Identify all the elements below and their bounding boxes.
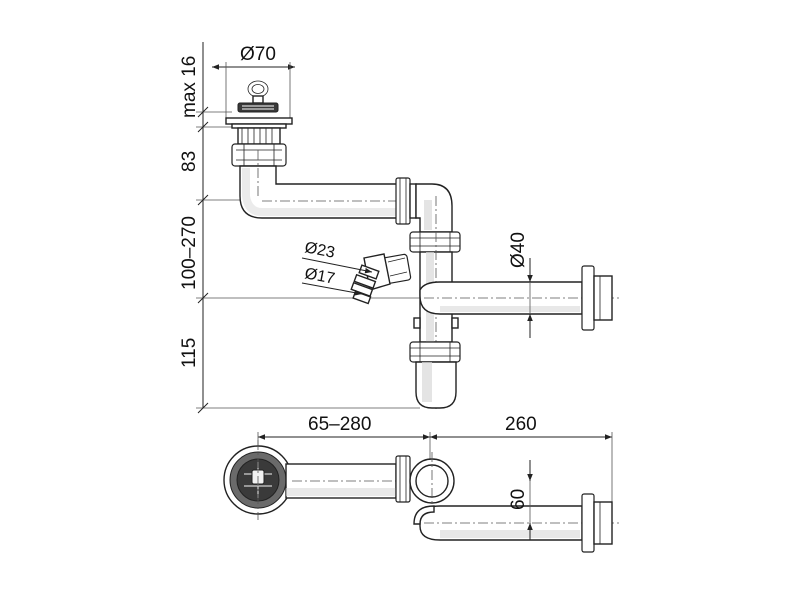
diameter-40-label: Ø40	[508, 232, 529, 268]
strainer-flange	[225, 117, 293, 145]
dimension-83-label: 83	[179, 151, 200, 172]
trap-bowl	[415, 361, 457, 409]
top-union-nut	[231, 143, 287, 167]
horizontal-union-nut	[395, 177, 417, 225]
lower-vertical-nut	[409, 317, 461, 363]
outlet-260-label: 260	[505, 414, 537, 435]
upper-vertical-nut	[409, 231, 461, 253]
diameter-23-label: Ø23	[303, 239, 336, 261]
hose-diameter-leaders	[301, 257, 373, 296]
inlet-elbow-pipe	[239, 150, 401, 219]
top-view: 65–280 260	[223, 414, 620, 553]
max-16-label: max 16	[179, 56, 200, 118]
diameter-70-dimension	[212, 62, 295, 118]
side-view: max 16 83 100–270 115 Ø70	[179, 42, 620, 414]
outlet-pipe-top	[413, 493, 620, 553]
offset-60-label: 60	[508, 489, 529, 510]
diameter-17-label: Ø17	[303, 265, 336, 287]
drain-plate-top	[223, 440, 293, 520]
stopper-plug	[237, 80, 279, 113]
hose-connector	[350, 253, 412, 305]
dimension-100-270-label: 100–270	[179, 216, 200, 290]
dimension-115-label: 115	[179, 338, 200, 368]
outlet-pipe	[419, 265, 620, 331]
reach-65-280-label: 65–280	[308, 414, 371, 435]
drop-elbow	[415, 183, 453, 233]
diameter-70-label: Ø70	[240, 44, 276, 65]
arm-pipe-top	[285, 455, 452, 503]
vertical-dimension-chain	[196, 42, 420, 414]
elbow-cup-top	[409, 452, 455, 510]
